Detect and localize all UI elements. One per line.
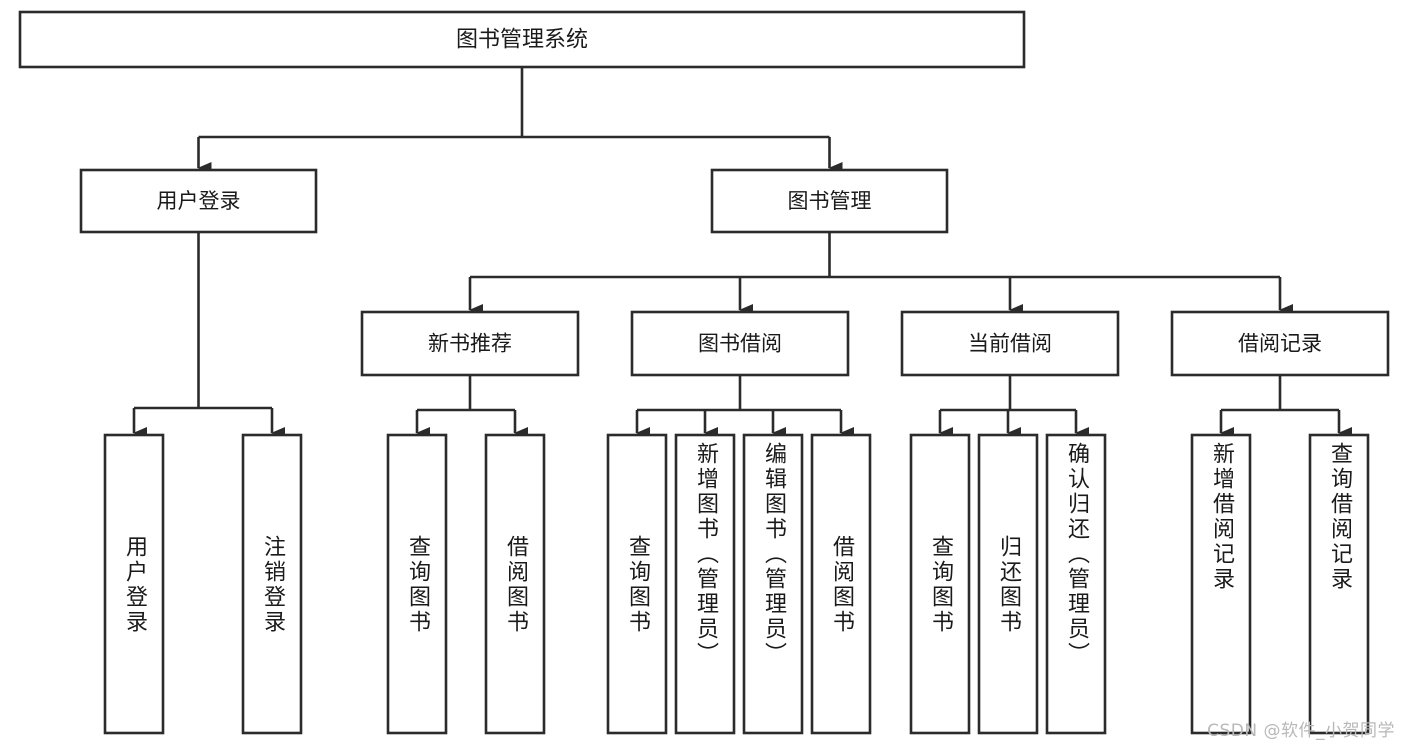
node-leaf-7-借阅图书-box[interactable] (810, 433, 872, 735)
node-leaf-12-查询借阅记录[interactable] (1308, 433, 1370, 735)
node-leaf-2-查询图书[interactable] (386, 433, 448, 735)
node-level3-当前借阅-label: 当前借阅 (968, 332, 1052, 356)
node-level2-图书管理[interactable]: 图书管理 (710, 168, 949, 234)
node-level3-当前借阅-box[interactable] (900, 310, 1120, 377)
node-level3-新书推荐[interactable]: 新书推荐 (360, 310, 580, 377)
node-leaf-0-用户登录-box[interactable] (103, 433, 165, 735)
node-leaf-6-编辑图书（管理员）-box[interactable] (742, 433, 804, 735)
node-level3-图书借阅-label: 图书借阅 (698, 332, 782, 356)
node-leaf-9-归还图书[interactable] (977, 433, 1039, 735)
node-leaf-7-借阅图书[interactable] (810, 433, 872, 735)
node-leaf-10-确认归还（管理员）[interactable] (1045, 433, 1107, 735)
node-root-图书管理系统-label: 图书管理系统 (456, 28, 588, 53)
node-leaf-3-借阅图书[interactable] (484, 433, 546, 735)
node-root-图书管理系统-box[interactable] (18, 10, 1026, 69)
node-leaf-1-注销登录-box[interactable] (241, 433, 303, 735)
node-level2-用户登录-label: 用户登录 (157, 189, 241, 213)
node-level3-当前借阅[interactable]: 当前借阅 (900, 310, 1120, 377)
node-level3-借阅记录[interactable]: 借阅记录 (1170, 310, 1390, 377)
node-leaf-10-确认归还（管理员）-box[interactable] (1045, 433, 1107, 735)
node-leaf-0-用户登录[interactable] (103, 433, 165, 735)
node-level2-图书管理-label: 图书管理 (788, 189, 872, 213)
node-leaf-8-查询图书-box[interactable] (909, 433, 971, 735)
node-leaf-5-新增图书（管理员）-box[interactable] (674, 433, 736, 735)
node-level2-用户登录[interactable]: 用户登录 (79, 168, 318, 234)
node-leaf-2-查询图书-box[interactable] (386, 433, 448, 735)
node-leaf-4-查询图书-box[interactable] (606, 433, 668, 735)
node-level3-图书借阅-box[interactable] (630, 310, 850, 377)
node-leaf-11-新增借阅记录[interactable] (1190, 433, 1252, 735)
node-leaf-9-归还图书-box[interactable] (977, 433, 1039, 735)
node-level3-新书推荐-label: 新书推荐 (428, 332, 512, 356)
node-level3-图书借阅[interactable]: 图书借阅 (630, 310, 850, 377)
node-level3-新书推荐-box[interactable] (360, 310, 580, 377)
node-level3-借阅记录-label: 借阅记录 (1238, 332, 1322, 356)
node-root-图书管理系统[interactable]: 图书管理系统 (18, 10, 1026, 69)
node-level2-用户登录-box[interactable] (79, 168, 318, 234)
node-leaf-3-借阅图书-box[interactable] (484, 433, 546, 735)
node-level2-图书管理-box[interactable] (710, 168, 949, 234)
node-level3-借阅记录-box[interactable] (1170, 310, 1390, 377)
node-leaf-1-注销登录[interactable] (241, 433, 303, 735)
node-leaf-8-查询图书[interactable] (909, 433, 971, 735)
connector-layer (132, 67, 1352, 439)
csdn-watermark: CSDN @软件_小贺同学 (1207, 721, 1395, 741)
node-leaf-6-编辑图书（管理员）[interactable] (742, 433, 804, 735)
node-leaf-5-新增图书（管理员）[interactable] (674, 433, 736, 735)
node-leaf-11-新增借阅记录-box[interactable] (1190, 433, 1252, 735)
node-leaf-12-查询借阅记录-box[interactable] (1308, 433, 1370, 735)
node-leaf-4-查询图书[interactable] (606, 433, 668, 735)
